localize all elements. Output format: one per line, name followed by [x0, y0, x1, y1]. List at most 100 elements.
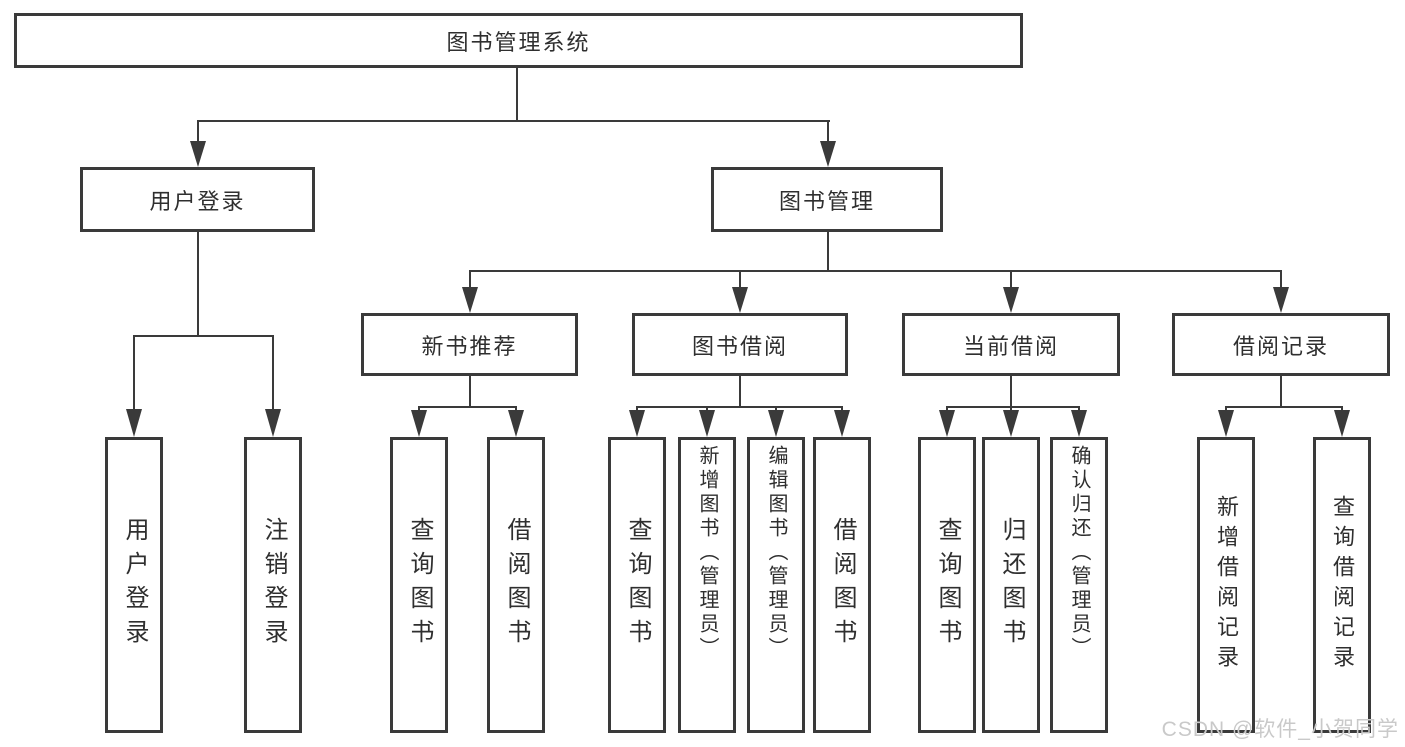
arrow-down-icon [820, 141, 836, 167]
connector-arrow [190, 122, 206, 167]
arrow-stem [1341, 408, 1343, 410]
node-borrow-records: 借阅记录 [1172, 313, 1390, 376]
arrow-stem [515, 408, 517, 410]
arrow-down-icon [1218, 410, 1234, 437]
connector-arrow [1273, 272, 1289, 313]
leaf-node-return-books: 归还图书 [982, 437, 1040, 733]
arrow-down-icon [768, 410, 784, 437]
arrow-down-icon [732, 287, 748, 313]
leaf-node-label: 归还图书 [998, 517, 1025, 653]
connector-arrow [508, 408, 524, 437]
arrow-down-icon [1334, 410, 1350, 437]
connector-arrow [732, 272, 748, 313]
node-label: 借阅记录 [1232, 333, 1329, 359]
arrow-down-icon [411, 410, 427, 437]
connector-arrow [265, 337, 281, 437]
arrow-down-icon [190, 141, 206, 167]
connector-arrow [126, 337, 142, 437]
arrow-stem [841, 408, 843, 410]
leaf-node-label: 查询图书 [406, 517, 433, 653]
connector-bus [946, 406, 1080, 408]
node-label: 新书推荐 [421, 333, 518, 359]
node-label: 图书管理 [778, 188, 875, 214]
leaf-node-label: 查询图书 [934, 517, 961, 653]
connector-arrow [1071, 408, 1087, 437]
connector-arrow [411, 408, 427, 437]
connector-stem [469, 376, 471, 408]
connector-arrow [699, 408, 715, 437]
leaf-node-borrow-books: 借阅图书 [487, 437, 545, 733]
connector-arrow [834, 408, 850, 437]
connector-arrow [1003, 408, 1019, 437]
arrow-down-icon [1003, 287, 1019, 313]
leaf-node-logout: 注销登录 [244, 437, 302, 733]
connector-stem [1010, 376, 1012, 408]
node-label: 当前借阅 [962, 333, 1059, 359]
csdn-watermark: CSDN @软件_小贺同学 [1161, 718, 1399, 741]
arrow-down-icon [462, 287, 478, 313]
connector-arrow [939, 408, 955, 437]
connector-stem [516, 68, 518, 122]
arrow-down-icon [508, 410, 524, 437]
connector-arrow [820, 122, 836, 167]
leaf-node-query-borrow-record: 查询借阅记录 [1313, 437, 1371, 733]
leaf-node-label: 新增图书（管理员） [696, 445, 718, 661]
leaf-node-label: 编辑图书（管理员） [765, 445, 787, 661]
leaf-node-add-book-admin: 新增图书（管理员） [678, 437, 736, 733]
connector-bus [636, 406, 843, 408]
arrow-down-icon [939, 410, 955, 437]
leaf-node-query-books: 查询图书 [608, 437, 666, 733]
node-user-login: 用户登录 [80, 167, 315, 232]
leaf-node-edit-book-admin: 编辑图书（管理员） [747, 437, 805, 733]
arrow-down-icon [265, 409, 281, 437]
arrow-down-icon [1273, 287, 1289, 313]
leaf-node-confirm-return-admin: 确认归还（管理员） [1050, 437, 1108, 733]
arrow-stem [827, 122, 829, 141]
arrow-stem [946, 408, 948, 410]
leaf-node-query-books: 查询图书 [390, 437, 448, 733]
node-book-borrow: 图书借阅 [632, 313, 848, 376]
arrow-stem [1078, 408, 1080, 410]
connector-arrow [629, 408, 645, 437]
leaf-node-label: 注销登录 [260, 517, 287, 653]
arrow-down-icon [834, 410, 850, 437]
arrow-stem [418, 408, 420, 410]
connector-arrow [1003, 272, 1019, 313]
connector-bus [418, 406, 517, 408]
leaf-node-user-login: 用户登录 [105, 437, 163, 733]
leaf-node-label: 确认归还（管理员） [1068, 445, 1090, 661]
node-new-book-recommend: 新书推荐 [361, 313, 578, 376]
connector-arrow [1218, 408, 1234, 437]
node-label: 用户登录 [149, 188, 246, 214]
arrow-stem [1010, 272, 1012, 287]
arrow-stem [1280, 272, 1282, 287]
leaf-node-label: 查询借阅记录 [1330, 495, 1355, 675]
arrow-stem [706, 408, 708, 410]
arrow-stem [133, 337, 135, 409]
connector-bus [133, 335, 274, 337]
arrow-stem [1225, 408, 1227, 410]
connector-bus [469, 270, 1282, 272]
leaf-node-label: 新增借阅记录 [1214, 495, 1239, 675]
arrow-stem [469, 272, 471, 287]
connector-bus [1225, 406, 1343, 408]
arrow-stem [636, 408, 638, 410]
arrow-down-icon [699, 410, 715, 437]
node-label: 图书借阅 [691, 333, 788, 359]
connector-arrow [462, 272, 478, 313]
arrow-down-icon [1071, 410, 1087, 437]
leaf-node-label: 借阅图书 [503, 517, 530, 653]
arrow-down-icon [629, 410, 645, 437]
arrow-down-icon [126, 409, 142, 437]
node-book-management: 图书管理 [711, 167, 943, 232]
arrow-stem [739, 272, 741, 287]
arrow-stem [197, 122, 199, 141]
leaf-node-query-books: 查询图书 [918, 437, 976, 733]
arrow-down-icon [1003, 410, 1019, 437]
connector-stem [739, 376, 741, 408]
leaf-node-borrow-books: 借阅图书 [813, 437, 871, 733]
connector-arrow [768, 408, 784, 437]
connector-bus [197, 120, 830, 122]
leaf-node-label: 查询图书 [624, 517, 651, 653]
